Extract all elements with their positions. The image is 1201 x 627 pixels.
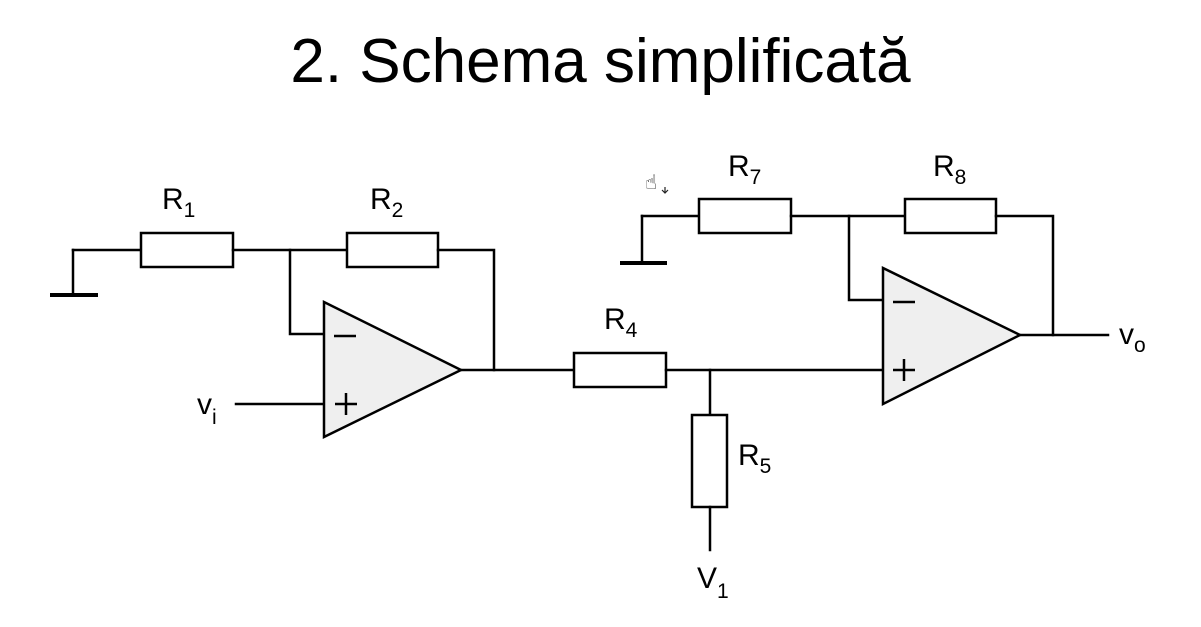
resistor-r5: [690, 413, 729, 509]
resistor-r8: [903, 197, 998, 235]
ground-right: [620, 214, 667, 265]
svg-text:☝: ☝: [645, 170, 657, 194]
label-r2: R2: [370, 183, 403, 222]
opamp-1: [322, 299, 464, 440]
label-r4: R4: [604, 303, 638, 342]
opamp-2-plus: [893, 359, 915, 381]
hand-pointer-icon: ☝: [645, 170, 669, 194]
slide-title: 2. Schema simplificată: [290, 27, 911, 96]
label-vi: vi: [197, 388, 217, 429]
label-vo: vo: [1119, 318, 1146, 357]
label-r7: R7: [728, 150, 761, 189]
wire-feedback-r8-out2: [994, 214, 1055, 337]
wire-feedback-r2-out1: [436, 248, 496, 372]
resistor-r4: [572, 351, 668, 389]
resistor-r7: [697, 197, 793, 235]
wire-r7r8-node-to-inv2: [847, 214, 885, 302]
opamp-2: [881, 265, 1023, 407]
wire-r1r2-node-to-inv1: [288, 248, 326, 336]
label-v1: V1: [697, 562, 729, 603]
label-r5: R5: [738, 439, 771, 478]
resistor-r1: [139, 231, 235, 269]
opamp-1-plus: [335, 393, 357, 415]
resistor-r2: [345, 231, 440, 269]
label-r8: R8: [933, 150, 966, 189]
label-r1: R1: [162, 183, 195, 222]
ground-left: [50, 248, 98, 297]
